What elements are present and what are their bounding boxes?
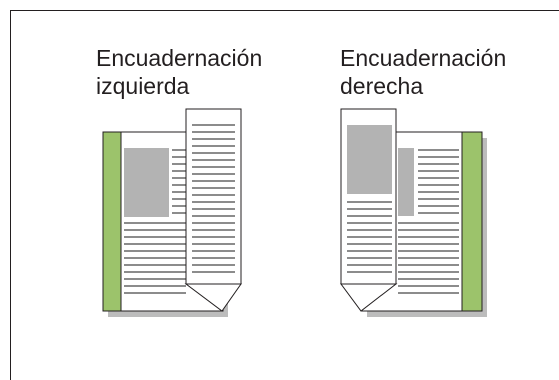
left-back-page-image bbox=[124, 148, 169, 217]
left-binding-label-line2: izquierda bbox=[96, 73, 190, 99]
right-page-fold bbox=[340, 283, 398, 312]
right-binding-label: Encuadernación derecha bbox=[340, 44, 506, 100]
left-binding-label: Encuadernación izquierda bbox=[96, 44, 262, 100]
right-binding-illustration bbox=[340, 108, 487, 317]
left-turning-page-text-lines bbox=[192, 124, 235, 273]
right-binding-label-line2: derecha bbox=[340, 73, 424, 99]
right-binding-strip bbox=[461, 131, 483, 312]
left-binding-label-line1: Encuadernación bbox=[96, 45, 263, 71]
right-back-page-text-lines bbox=[398, 149, 459, 294]
right-turning-page-text-lines bbox=[347, 201, 392, 273]
right-turning-page-image bbox=[347, 125, 392, 194]
left-page-fold bbox=[184, 283, 242, 312]
right-back-page-image bbox=[398, 148, 414, 216]
left-back-page-text-lines bbox=[124, 149, 186, 294]
left-binding-illustration bbox=[102, 108, 242, 317]
left-binding-strip bbox=[102, 131, 122, 312]
right-binding-label-line1: Encuadernación bbox=[340, 45, 507, 71]
